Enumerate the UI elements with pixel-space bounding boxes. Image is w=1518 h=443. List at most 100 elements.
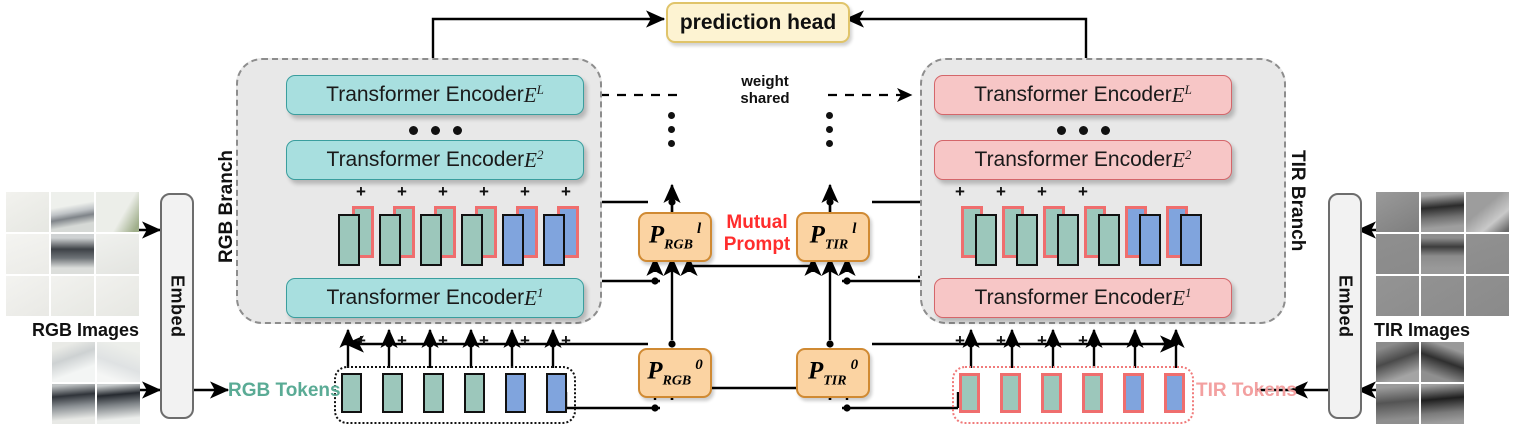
rgb-plus-low-2: + xyxy=(397,331,407,350)
prompt-rgb-0[interactable]: PRGB0 xyxy=(638,348,712,398)
rgb-token-1 xyxy=(341,373,362,413)
tir-inner-token-5 xyxy=(1139,214,1161,266)
rgb-encoder-2[interactable]: Transformer Encoder E2 xyxy=(286,140,584,180)
tir-plus-low-1: + xyxy=(955,331,965,350)
prompt-rgb-0-label: PRGB0 xyxy=(647,356,703,389)
rgb-plus-low-4: + xyxy=(479,331,489,350)
rgb-plus-1: + xyxy=(356,182,366,201)
tir-encoder-L-name: Transformer Encoder xyxy=(974,83,1172,106)
rgb-embed-label: Embed xyxy=(167,274,188,338)
tir-token-1 xyxy=(959,373,980,413)
rgb-encoder-2-symbol: E2 xyxy=(524,147,544,172)
tir-token-4 xyxy=(1082,373,1103,413)
prompt-tir-l[interactable]: PTIRl xyxy=(796,212,870,262)
rgb-plus-6: + xyxy=(561,182,571,201)
rgb-tokens-label: RGB Tokens xyxy=(228,380,341,401)
rgb-branch-label: RGB Branch xyxy=(216,150,237,263)
weight-shared-label: weight shared xyxy=(715,73,815,108)
rgb-embed-block[interactable]: Embed xyxy=(160,193,194,419)
rgb-token-4 xyxy=(464,373,485,413)
tir-inner-token-4 xyxy=(1098,214,1120,266)
tir-patch xyxy=(1466,276,1509,316)
rgb-image-patch-grid-top xyxy=(6,192,142,316)
tir-plus-low-3: + xyxy=(1037,331,1047,350)
rgb-inner-token-1 xyxy=(338,214,360,266)
tir-image-patch-grid-top xyxy=(1376,192,1512,316)
tir-image-patch-grid-bottom xyxy=(1376,342,1464,426)
tir-inner-token-6 xyxy=(1180,214,1202,266)
rgb-patch xyxy=(6,276,49,316)
rgb-plus-low-1: + xyxy=(356,331,366,350)
tir-patch xyxy=(1421,276,1464,316)
mutual-prompt-line2: Prompt xyxy=(723,233,791,255)
tir-patch xyxy=(1421,342,1464,382)
tir-patch xyxy=(1421,234,1464,274)
tir-encoder-1[interactable]: Transformer Encoder E1 xyxy=(934,278,1232,318)
rgb-encoder-2-name: Transformer Encoder xyxy=(326,148,525,171)
rgb-patch xyxy=(52,384,95,424)
rgb-plus-low-3: + xyxy=(438,331,448,350)
tir-plus-1: + xyxy=(955,182,965,201)
tir-encoder-L[interactable]: Transformer Encoder EL xyxy=(934,75,1232,115)
rgb-encoder-1[interactable]: Transformer Encoder E1 xyxy=(286,278,584,318)
mutual-prompt-label: Mutual Prompt xyxy=(712,212,802,256)
rgb-patch xyxy=(51,192,94,232)
rgb-plus-5: + xyxy=(520,182,530,201)
tir-encoder-1-name: Transformer Encoder xyxy=(974,286,1173,309)
rgb-plus-2: + xyxy=(397,182,407,201)
prompt-tir-0[interactable]: PTIR0 xyxy=(796,348,870,398)
rgb-tokens-group xyxy=(334,366,576,424)
tir-embed-block[interactable]: Embed xyxy=(1328,193,1362,419)
tir-encoder-ellipsis xyxy=(1057,126,1110,135)
rgb-plus-3: + xyxy=(438,182,448,201)
tir-inner-token-1 xyxy=(975,214,997,266)
rgb-patch xyxy=(96,276,139,316)
weight-shared-line2: shared xyxy=(740,89,790,107)
rgb-inner-token-6 xyxy=(543,214,565,266)
rgb-inner-token-4 xyxy=(461,214,483,266)
mutual-prompt-line1: Mutual xyxy=(726,212,788,233)
prediction-head-box[interactable]: prediction head xyxy=(666,2,850,43)
prompt-rgb-l[interactable]: PRGBl xyxy=(638,212,712,262)
weight-shared-line1: weight xyxy=(741,73,789,90)
rgb-patch xyxy=(6,234,49,274)
rgb-patch xyxy=(52,342,95,382)
rgb-encoder-L-name: Transformer Encoder xyxy=(326,83,524,106)
rgb-plus-4: + xyxy=(479,182,489,201)
rgb-plus-low-5: + xyxy=(520,331,530,350)
rgb-token-2 xyxy=(382,373,403,413)
rgb-encoder-1-name: Transformer Encoder xyxy=(326,286,525,309)
rgb-patch xyxy=(97,342,140,382)
tir-tokens-label: TIR Tokens xyxy=(1196,380,1297,401)
tir-token-5 xyxy=(1123,373,1144,413)
tir-patch xyxy=(1376,234,1419,274)
rgb-encoder-L[interactable]: Transformer Encoder EL xyxy=(286,75,584,115)
rgb-patch xyxy=(51,276,94,316)
tir-token-2 xyxy=(1000,373,1021,413)
tir-patch xyxy=(1421,192,1464,232)
rgb-inner-token-5 xyxy=(502,214,524,266)
prompt-rgb-l-label: PRGBl xyxy=(648,220,702,253)
tir-plus-4: + xyxy=(1078,182,1088,201)
tir-encoder-2[interactable]: Transformer Encoder E2 xyxy=(934,140,1232,180)
tir-plus-2: + xyxy=(996,182,1006,201)
rgb-encoder-1-symbol: E1 xyxy=(524,285,544,310)
tir-patch xyxy=(1421,384,1464,424)
tir-token-3 xyxy=(1041,373,1062,413)
rgb-plus-low-6: + xyxy=(561,331,571,350)
tir-inner-token-3 xyxy=(1057,214,1079,266)
tir-branch-label: TIR Branch xyxy=(1287,150,1308,252)
tir-encoder-1-symbol: E1 xyxy=(1172,285,1192,310)
rgb-inner-token-3 xyxy=(420,214,442,266)
tir-patch xyxy=(1466,192,1509,232)
tir-patch xyxy=(1376,342,1419,382)
tir-patch xyxy=(1466,234,1509,274)
rgb-images-label: RGB Images xyxy=(32,320,140,340)
tir-plus-3: + xyxy=(1037,182,1047,201)
rgb-token-5 xyxy=(505,373,526,413)
rgb-patch xyxy=(96,234,139,274)
rgb-patch xyxy=(6,192,49,232)
rgb-inner-token-2 xyxy=(379,214,401,266)
tir-inner-token-2 xyxy=(1016,214,1038,266)
